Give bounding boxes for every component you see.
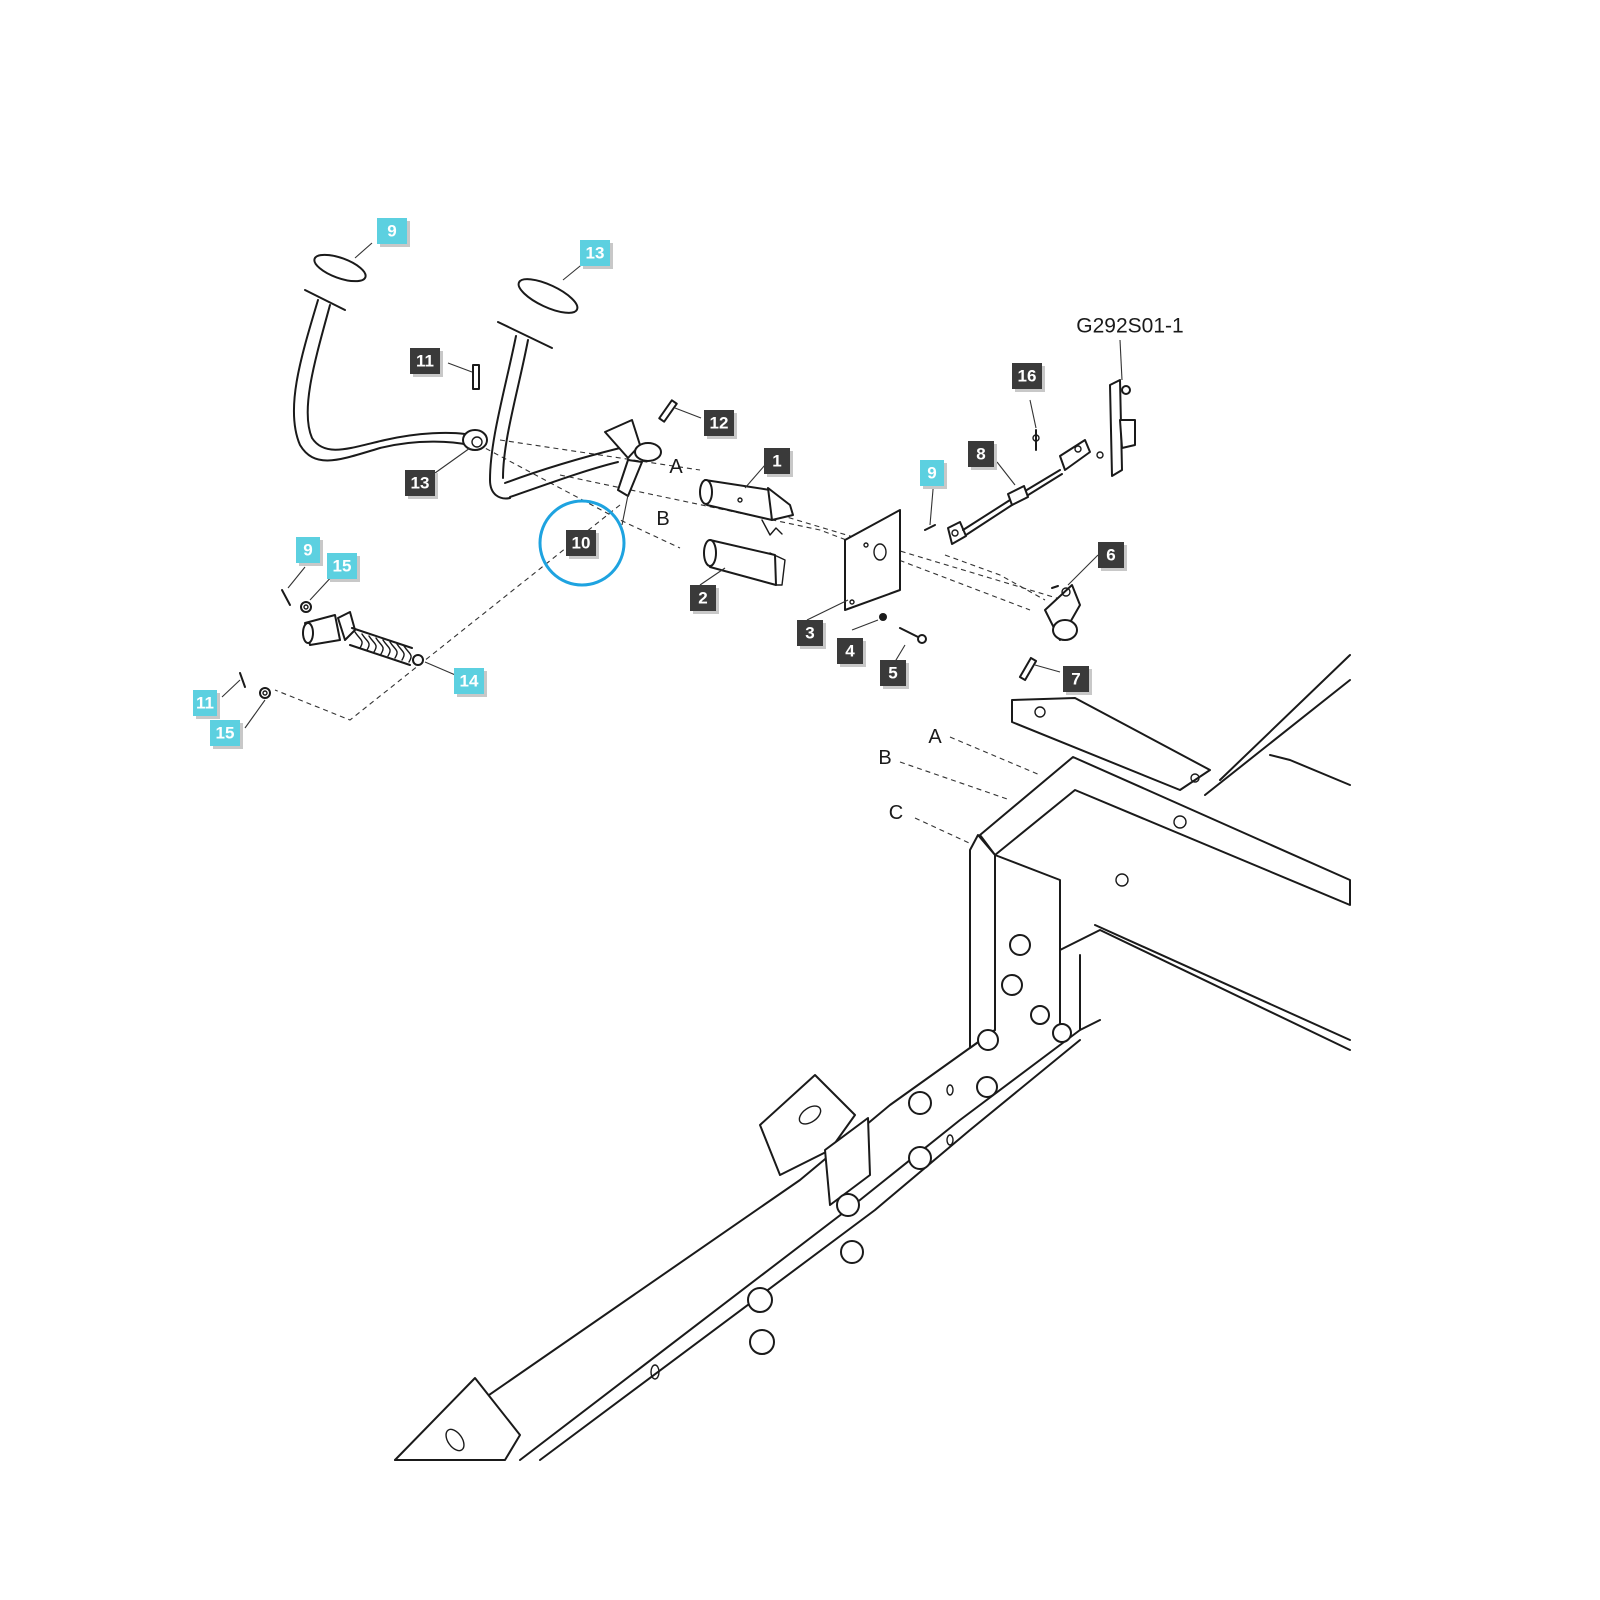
svg-text:9: 9 [927,464,936,483]
callout-8[interactable]: 8 [968,441,997,470]
letter-b-top: B [656,508,669,530]
leader-lines [221,242,1123,729]
callout-1[interactable]: 1 [764,448,793,477]
callout-12[interactable]: 13 [405,470,438,499]
callout-7[interactable]: 7 [1063,666,1092,695]
callout-6[interactable]: 6 [1098,542,1127,571]
alignment-letters: A B A B C [656,456,942,824]
svg-text:3: 3 [805,624,814,643]
assembly-guide-lines [274,439,1081,849]
callout-2[interactable]: 2 [690,585,719,614]
reference-code: G292S01-1 [1076,315,1183,338]
svg-text:12: 12 [710,414,729,433]
washer-15-lower [259,687,271,699]
callout-11b[interactable]: 12 [704,410,737,439]
callout-14[interactable]: 14 [454,668,487,697]
svg-text:1: 1 [772,452,781,471]
right-brake-pedal [489,278,662,500]
callout-5[interactable]: 5 [880,660,909,689]
bracket-g292s01-1 [1096,379,1136,477]
svg-text:15: 15 [216,724,235,743]
svg-text:8: 8 [976,445,985,464]
svg-text:13: 13 [586,244,605,263]
spring-14 [302,611,424,666]
letter-b-frame: B [878,747,891,769]
left-brake-pedal [292,253,488,462]
svg-text:2: 2 [698,589,707,608]
tractor-frame [394,654,1351,1461]
svg-text:11: 11 [196,694,214,713]
svg-text:13: 13 [411,474,430,493]
shaft-2 [703,539,786,586]
washer-15-upper [300,601,312,613]
svg-text:15: 15 [333,557,352,576]
svg-text:9: 9 [303,541,312,560]
screw-5 [899,627,927,644]
bracket-plate-3 [844,509,901,611]
callout-9-upper-left[interactable]: 9 [296,537,323,566]
shaft-1 [699,479,794,536]
callout-15-upper[interactable]: 15 [327,553,360,582]
pin-9-lower-left [239,672,246,688]
svg-text:5: 5 [888,664,897,683]
letter-a-top: A [669,456,683,478]
callout-16[interactable]: 16 [1012,363,1045,392]
callout-10[interactable]: 10 [566,530,599,559]
svg-text:7: 7 [1071,670,1080,689]
selected-part-highlight-circle [538,499,626,587]
letter-a-frame: A [928,726,942,748]
washer-4 [879,613,887,621]
svg-text:4: 4 [845,642,855,661]
rod-8 [947,439,1091,545]
svg-text:6: 6 [1106,546,1115,565]
callout-9-lower-left[interactable]: 11 [193,690,220,719]
svg-text:16: 16 [1018,367,1037,386]
callout-13a[interactable]: 9 [377,218,410,247]
pin-11-upper [472,364,480,390]
frame-nuts [650,934,1072,1380]
spring-coils [349,627,413,666]
svg-text:14: 14 [460,672,479,691]
svg-text:9: 9 [387,222,396,241]
letter-c-frame: C [889,802,903,824]
callout-9-right[interactable]: 9 [920,460,947,489]
callout-4[interactable]: 4 [837,638,866,667]
callout-11a[interactable]: 11 [410,348,443,377]
clip-16 [1032,429,1040,451]
svg-text:10: 10 [572,534,591,553]
pin-9-right [924,524,936,531]
pin-9-upper-left [281,589,291,606]
lever-6 [1044,584,1081,641]
pin-11-lower [658,399,678,423]
svg-text:11: 11 [416,352,434,371]
callout-15-lower[interactable]: 15 [210,720,243,749]
pin-7 [1018,656,1038,682]
callout-13b[interactable]: 13 [580,240,613,269]
callout-3[interactable]: 3 [797,620,826,649]
